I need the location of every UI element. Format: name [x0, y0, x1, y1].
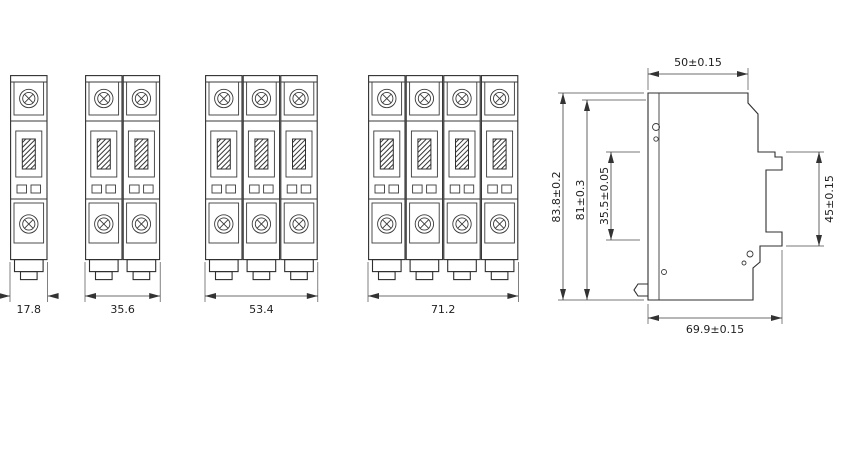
- dim-label-4pole: 71.2: [431, 303, 456, 316]
- dim-label-2pole: 35.6: [110, 303, 135, 316]
- dim-label-inner-height: 81±0.3: [574, 180, 587, 221]
- front-view-1pole: [10, 75, 48, 281]
- dim-width-4pole: 71.2: [367, 262, 519, 316]
- dim-label-top-depth: 50±0.15: [674, 56, 722, 69]
- dim-label-3pole: 53.4: [249, 303, 274, 316]
- dim-label-overall-height: 83.8±0.2: [550, 171, 563, 222]
- rivet-icon: [661, 269, 667, 275]
- dim-width-3pole: 53.4: [204, 262, 319, 316]
- dim-width-1pole: 17.8: [0, 262, 59, 316]
- dim-label-din-offset: 35.5±0.05: [598, 167, 611, 225]
- din-clip-tab: [633, 283, 648, 297]
- rivet-icon: [653, 136, 659, 142]
- dim-inner-height: 81±0.3: [574, 99, 646, 300]
- front-view-4pole: [368, 75, 519, 281]
- side-view: [633, 92, 783, 301]
- front-view-2pole: [85, 75, 161, 281]
- dim-label-rail-section: 45±0.15: [823, 175, 836, 223]
- side-profile-outline: [647, 92, 783, 301]
- dim-overall-height: 83.8±0.2: [550, 92, 644, 301]
- dim-din-offset: 35.5±0.05: [598, 151, 640, 241]
- rivet-icon: [746, 250, 754, 258]
- rivet-icon: [652, 123, 660, 131]
- dim-label-overall-depth: 69.9±0.15: [686, 323, 744, 336]
- dim-width-2pole: 35.6: [84, 262, 161, 316]
- dim-top-depth: 50±0.15: [647, 56, 749, 90]
- dim-overall-depth: 69.9±0.15: [647, 250, 783, 336]
- dim-label-1pole: 17.8: [17, 303, 42, 316]
- rivet-icon: [741, 260, 747, 266]
- front-view-3pole: [205, 75, 318, 281]
- dim-rail-section: 45±0.15: [786, 151, 836, 247]
